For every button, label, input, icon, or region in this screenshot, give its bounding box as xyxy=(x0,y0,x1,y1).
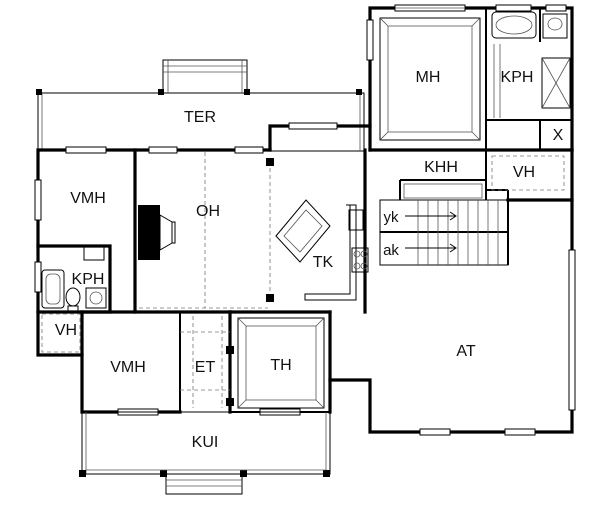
label-tk: TK xyxy=(313,254,334,271)
label-x: X xyxy=(553,127,564,144)
left-bath-fixtures xyxy=(41,245,107,353)
label-vmh-bottom: VMH xyxy=(110,359,146,376)
label-vh-master: VH xyxy=(513,164,535,181)
front-porch xyxy=(79,411,331,495)
label-ter: TER xyxy=(184,109,216,126)
stairs xyxy=(379,199,509,266)
label-vh-left: VH xyxy=(55,322,77,339)
label-khh: KHH xyxy=(424,159,458,176)
label-et: ET xyxy=(195,359,216,376)
kitchen-fixtures xyxy=(275,199,369,301)
label-yk: yk xyxy=(384,209,400,226)
label-mh: MH xyxy=(416,69,441,86)
living-room-fixtures xyxy=(138,152,274,309)
label-kph-master: KPH xyxy=(501,69,534,86)
label-th: TH xyxy=(270,357,291,374)
entry-fixtures xyxy=(180,316,234,408)
label-kui: KUI xyxy=(192,434,219,451)
label-at: AT xyxy=(456,343,475,360)
closet-master-dash xyxy=(403,155,565,199)
master-bath-fixtures xyxy=(491,11,571,118)
master-bedroom-ceiling xyxy=(379,17,481,141)
study-ceiling xyxy=(237,317,325,409)
label-vmh-top: VMH xyxy=(70,190,106,207)
room-labels: TER MH KPH X KHH VH VMH OH yk ak TK KPH … xyxy=(55,69,564,451)
label-oh: OH xyxy=(196,203,220,220)
label-ak: ak xyxy=(383,242,399,259)
terrace xyxy=(36,59,365,152)
label-kph-left: KPH xyxy=(72,271,105,288)
